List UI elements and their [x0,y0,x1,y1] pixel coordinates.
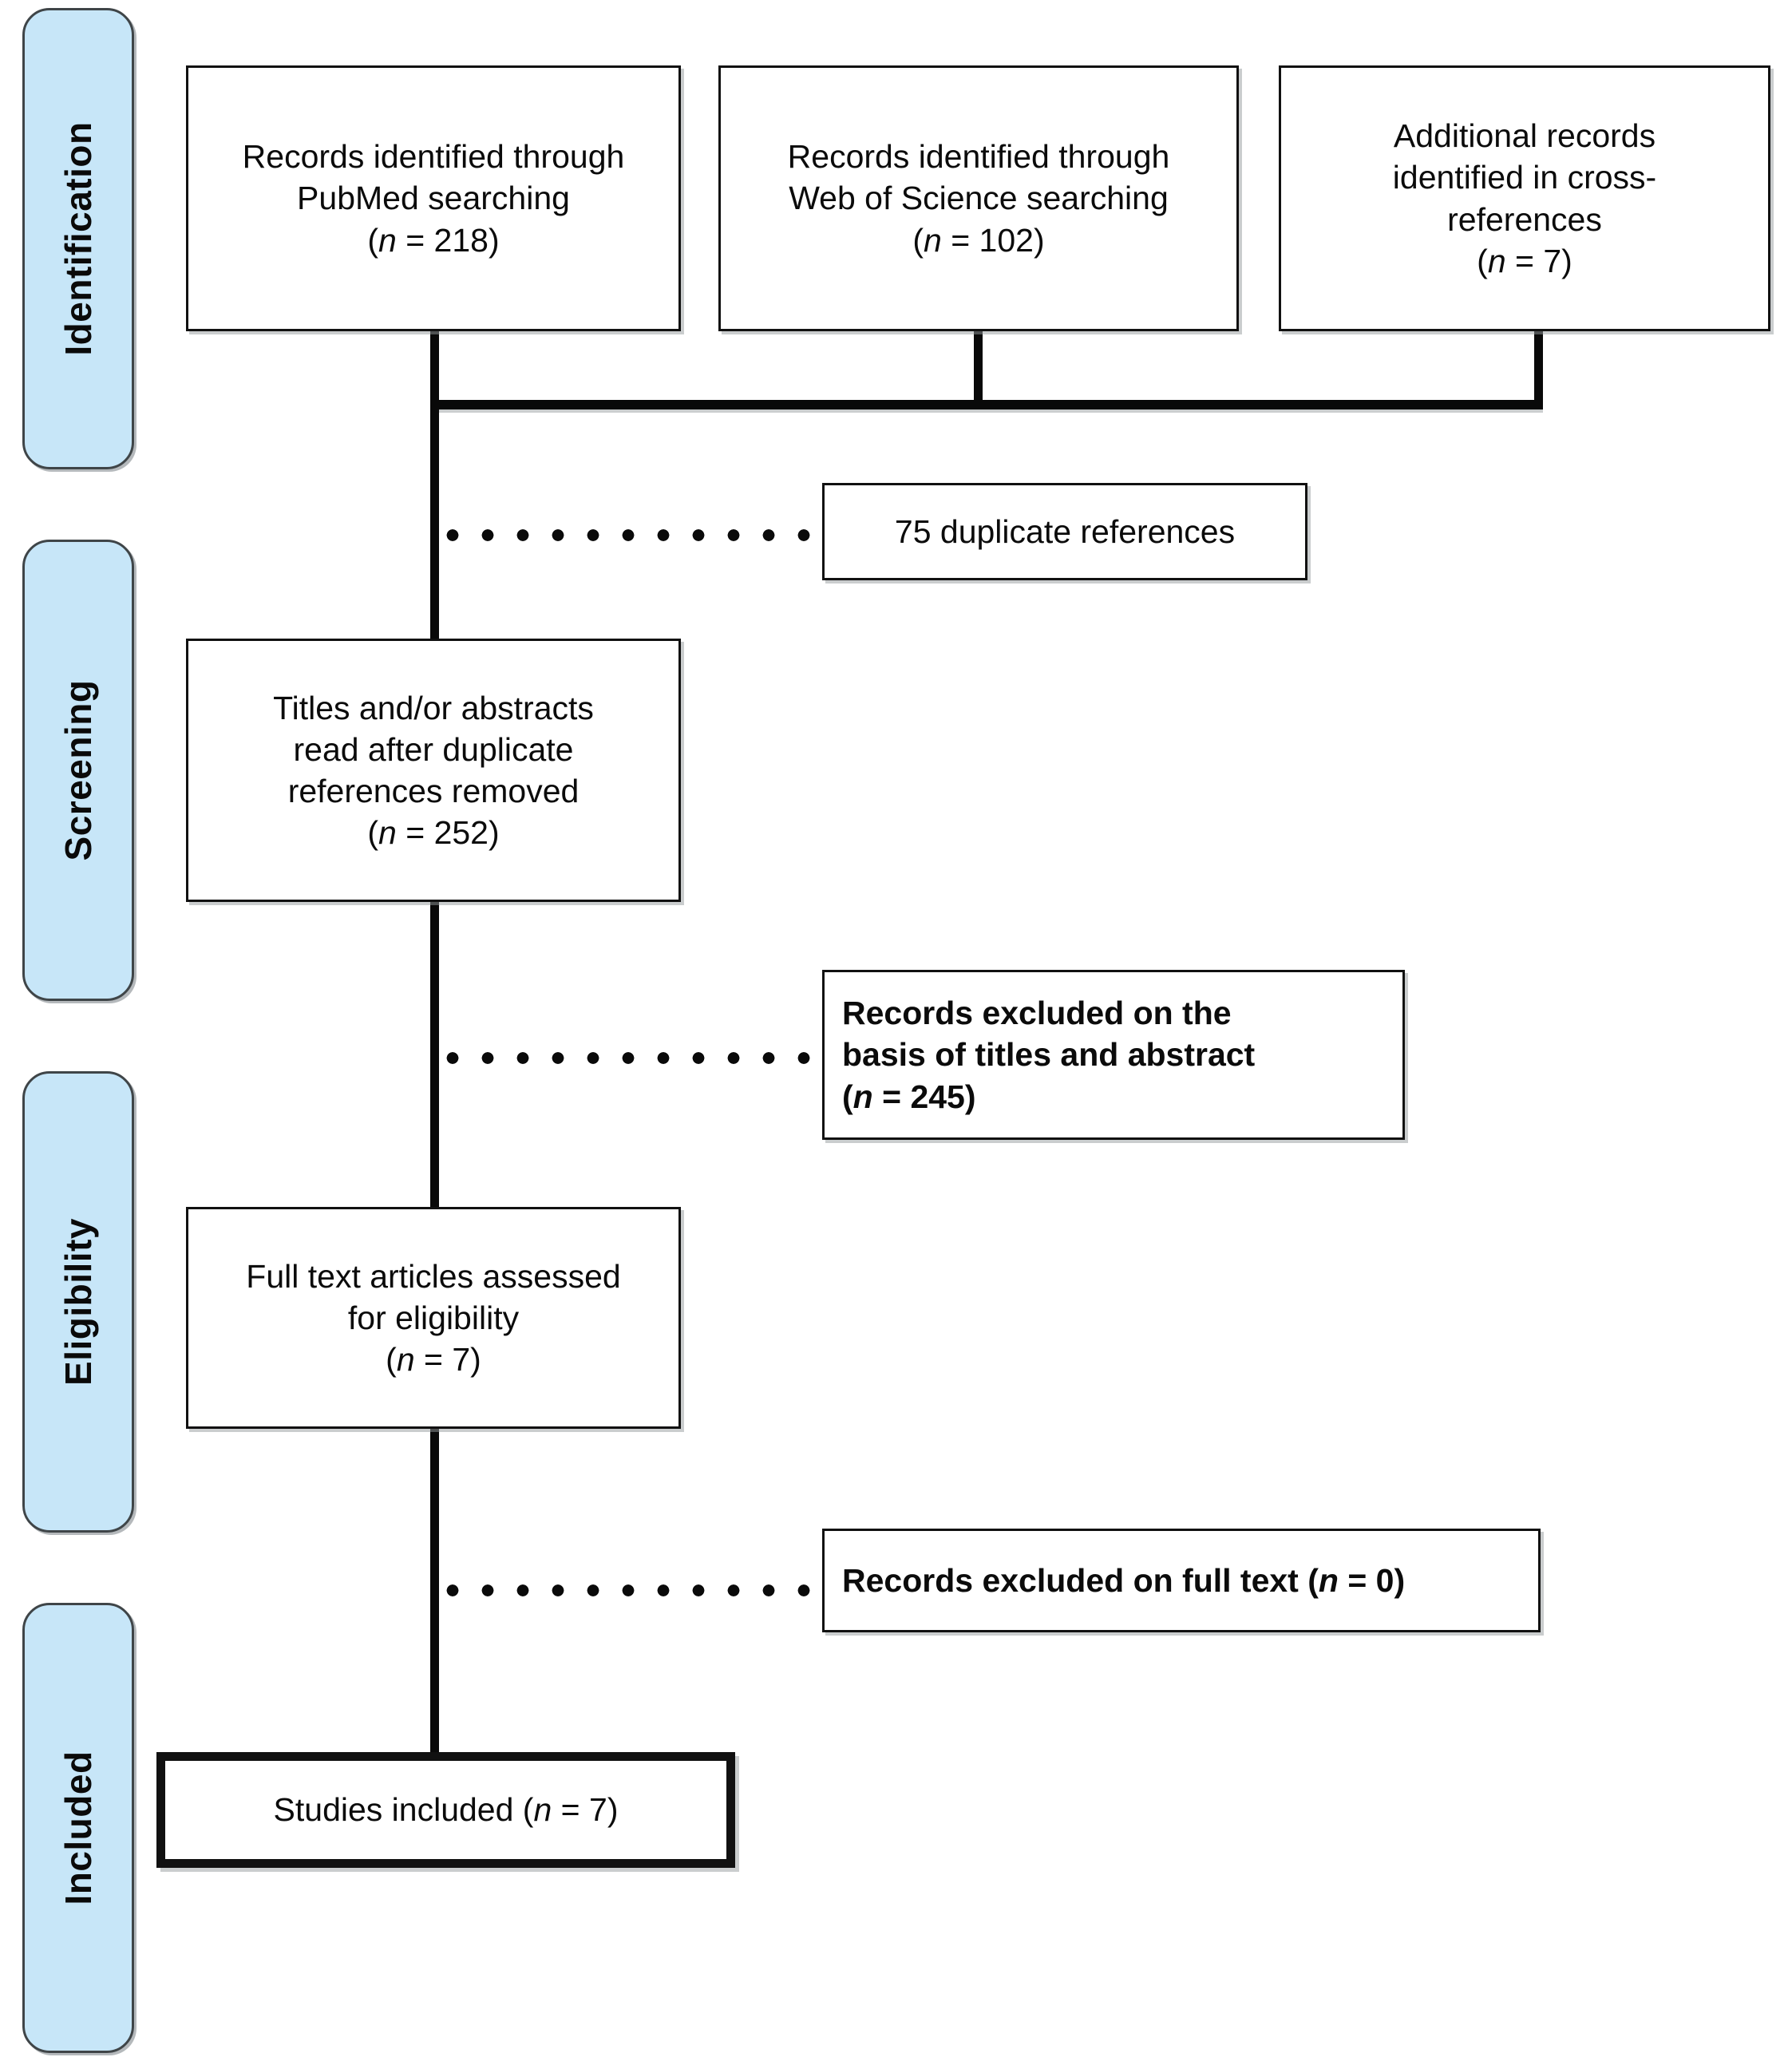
screened-line2: read after duplicate [293,730,574,768]
pubmed-line1: Records identified through [242,138,625,176]
included-count-eq: = [552,1791,589,1829]
box-studies-included-text: Studies included (n = 7) [274,1789,619,1830]
connector-pubmed-down [430,330,439,406]
excluded-fulltext-count-prefix: ( [1298,1561,1319,1599]
connector-dotted-duplicates [435,529,822,541]
box-studies-included: Studies included (n = 7) [156,1752,735,1868]
box-records-excluded-titles-abstract-text: Records excluded on the basis of titles … [842,992,1391,1117]
excluded-titles-count-eq: = [872,1078,911,1115]
fulltext-count-eq: = [414,1341,453,1379]
crossref-count-value: 7 [1543,242,1562,279]
box-records-excluded-titles-abstract: Records excluded on the basis of titles … [822,970,1405,1140]
stage-pill-eligibility: Eligibility [22,1071,134,1533]
stage-pill-included: Included [22,1603,134,2053]
box-records-web-of-science: Records identified through Web of Scienc… [718,65,1239,331]
wos-line2: Web of Science searching [789,180,1169,217]
pubmed-count-value: 218 [433,221,489,259]
excluded-titles-count-n: n [852,1078,873,1115]
box-duplicate-references: 75 duplicate references [822,483,1307,580]
box-titles-abstracts-screened: Titles and/or abstracts read after dupli… [186,639,681,902]
stage-label-identification: Identification [57,121,99,356]
box-records-pubmed-text: Records identified through PubMed search… [243,136,625,260]
wos-count-value: 102 [979,221,1034,259]
fulltext-count-value: 7 [452,1341,471,1379]
stage-label-screening: Screening [57,679,99,861]
box-additional-records-crossrefs: Additional records identified in cross- … [1279,65,1770,331]
pubmed-count-suffix: ) [488,221,500,259]
excluded-titles-count-suffix: ) [964,1078,976,1115]
stage-pill-screening: Screening [22,540,134,1001]
crossref-count-suffix: ) [1561,242,1572,279]
box-duplicate-references-text: 75 duplicate references [894,512,1236,550]
wos-count-eq: = [941,221,979,259]
crossref-count-n: n [1487,242,1506,279]
fulltext-line1: Full text articles assessed [246,1257,621,1295]
stage-label-eligibility: Eligibility [57,1218,99,1386]
crossref-count-eq: = [1505,242,1544,279]
box-additional-records-crossrefs-text: Additional records identified in cross- … [1393,115,1656,281]
screened-line1: Titles and/or abstracts [273,689,594,726]
connector-merge-bar [430,400,1543,409]
screened-count-prefix: ( [367,814,379,852]
excluded-titles-count-prefix: ( [842,1078,853,1115]
fulltext-line2: for eligibility [347,1299,520,1336]
excluded-fulltext-count-n: n [1318,1561,1339,1599]
connector-trunk-to-screening [430,403,439,643]
fulltext-count-prefix: ( [386,1341,397,1379]
pubmed-count-n: n [378,221,397,259]
connector-dotted-excluded-titles [435,1052,822,1064]
screened-count-n: n [378,814,397,852]
screened-count-suffix: ) [488,814,500,852]
crossref-line3: references [1447,200,1602,238]
excluded-fulltext-count-eq: = [1338,1561,1376,1599]
excluded-fulltext-count-suffix: ) [1394,1561,1406,1599]
crossref-line2: identified in cross- [1392,159,1657,196]
box-titles-abstracts-screened-text: Titles and/or abstracts read after dupli… [273,687,594,853]
pubmed-count-eq: = [396,221,434,259]
box-full-text-assessed-text: Full text articles assessed for eligibil… [246,1256,620,1380]
box-full-text-assessed: Full text articles assessed for eligibil… [186,1207,681,1429]
wos-count-prefix: ( [912,221,924,259]
included-count-value: 7 [589,1791,607,1829]
fulltext-count-suffix: ) [470,1341,481,1379]
excluded-titles-line2: basis of titles and abstract [842,1036,1256,1074]
connector-dotted-excluded-fulltext [435,1584,822,1596]
wos-line1: Records identified through [787,138,1170,176]
connector-trunk-to-eligibility [430,897,439,1213]
excluded-titles-count-value: 245 [910,1078,965,1115]
box-records-pubmed: Records identified through PubMed search… [186,65,681,331]
connector-wos-down [974,330,983,406]
included-label: Studies included [273,1791,514,1829]
stage-label-included: Included [57,1750,99,1905]
connector-trunk-to-included [430,1429,439,1772]
excluded-fulltext-count-value: 0 [1375,1561,1394,1599]
pubmed-count-prefix: ( [367,221,378,259]
box-records-excluded-full-text-text: Records excluded on full text (n = 0) [842,1560,1527,1601]
included-count-n: n [533,1791,552,1829]
screened-count-eq: = [396,814,434,852]
crossref-line1: Additional records [1393,117,1656,155]
included-count-suffix: ) [607,1791,619,1829]
connector-crossref-down [1534,330,1543,406]
excluded-titles-line1: Records excluded on the [842,995,1232,1032]
included-count-prefix: ( [513,1791,534,1829]
wos-count-n: n [924,221,942,259]
box-records-web-of-science-text: Records identified through Web of Scienc… [788,136,1170,260]
wos-count-suffix: ) [1033,221,1045,259]
screened-count-value: 252 [433,814,489,852]
crossref-count-prefix: ( [1477,242,1488,279]
excluded-fulltext-label: Records excluded on full text [842,1561,1299,1599]
pubmed-line2: PubMed searching [297,180,570,217]
box-records-excluded-full-text: Records excluded on full text (n = 0) [822,1529,1541,1632]
fulltext-count-n: n [396,1341,415,1379]
stage-pill-identification: Identification [22,8,134,469]
screened-line3: references removed [287,773,580,809]
